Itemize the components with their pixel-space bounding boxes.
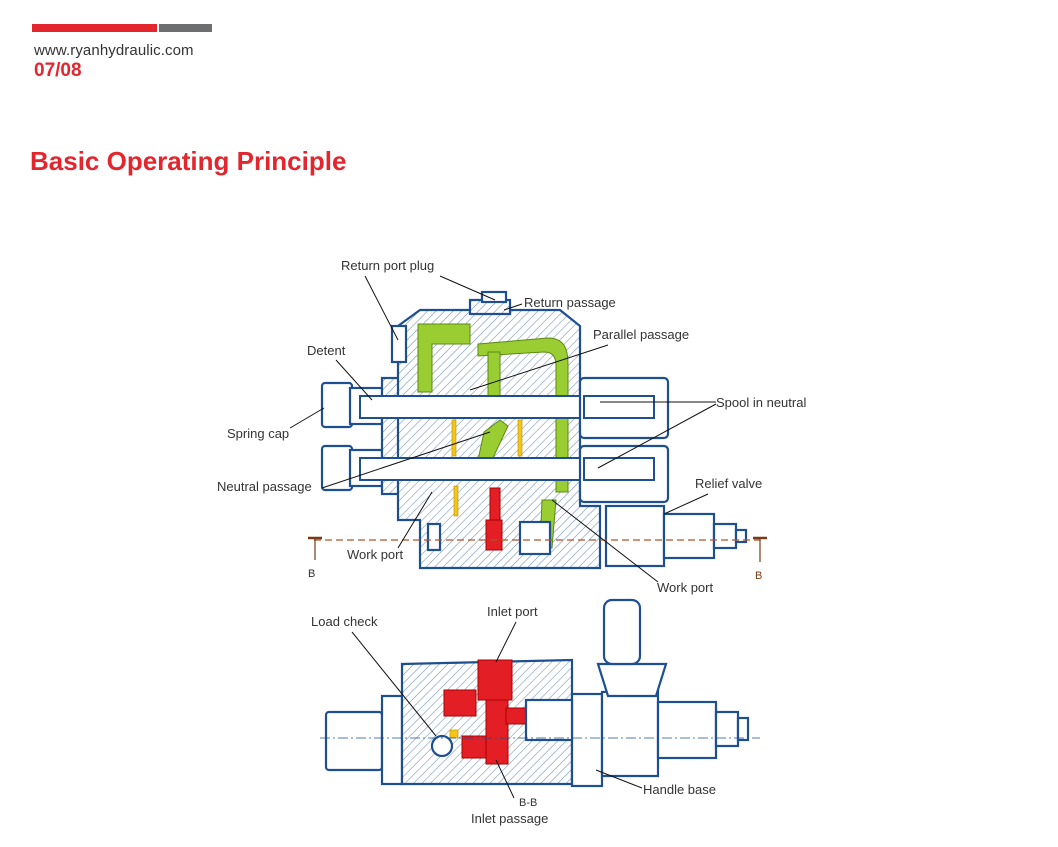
spool-lower-end <box>583 457 655 481</box>
relief-valve-cap <box>662 512 716 560</box>
page-title: Basic Operating Principle <box>30 146 347 176</box>
header-gray-bar <box>159 24 212 32</box>
inlet-passage-red-core <box>485 699 509 765</box>
label-neutral-passage: Neutral passage <box>217 479 312 494</box>
section-collar <box>570 692 604 788</box>
label-return-passage: Return passage <box>524 295 616 310</box>
yellow-channel-2 <box>517 419 523 457</box>
yellow-channel-1 <box>451 419 457 457</box>
inlet-passage-red-right <box>505 707 527 725</box>
label-spool-in-neutral: Spool in neutral <box>716 395 806 410</box>
label-work-port-right: Work port <box>657 580 713 595</box>
section-mark-right: B <box>755 570 762 582</box>
section-mark-left: B <box>308 568 315 580</box>
website-url[interactable]: www.ryanhydraulic.com <box>34 42 194 59</box>
label-load-check: Load check <box>311 614 378 629</box>
section-end-cap <box>324 710 384 772</box>
handle-boot <box>596 662 668 698</box>
work-port-plug-right <box>518 520 552 556</box>
handle-base-stub <box>714 710 740 748</box>
return-port-plug-cap <box>480 290 508 304</box>
yellow-channel-3 <box>453 485 459 517</box>
handle-shaft <box>602 598 642 666</box>
handle-base-tip <box>736 716 750 742</box>
load-check-seat <box>449 729 459 739</box>
section-view-drawing <box>320 598 760 788</box>
parallel-passage-core <box>487 351 501 399</box>
handle-base-body <box>600 688 660 778</box>
label-inlet-passage: Inlet passage <box>471 811 548 826</box>
relief-valve-body <box>604 504 666 568</box>
label-spring-cap: Spring cap <box>227 426 289 441</box>
spool-upper-end <box>583 395 655 419</box>
label-handle-base: Handle base <box>643 782 716 797</box>
top-view-drawing <box>308 290 767 570</box>
load-check-ball <box>430 734 454 758</box>
neutral-passage-green <box>477 419 509 461</box>
return-passage-left <box>417 323 471 393</box>
label-detent: Detent <box>307 343 346 358</box>
top-view-labels: Return port plug Return passage Parallel… <box>217 258 806 595</box>
label-inlet-port: Inlet port <box>487 604 538 619</box>
handle-base-block <box>656 700 718 760</box>
work-port-plug-left <box>426 522 442 552</box>
label-section-b-b: B-B <box>519 797 537 809</box>
red-passage-top <box>489 487 501 521</box>
label-work-port-left: Work port <box>347 547 403 562</box>
label-relief-valve: Relief valve <box>695 476 762 491</box>
label-return-port-plug: Return port plug <box>341 258 434 273</box>
label-parallel-passage: Parallel passage <box>593 327 689 342</box>
header-red-bar <box>32 24 157 32</box>
page-number: 07/08 <box>34 60 82 81</box>
inlet-port-red <box>477 659 513 701</box>
inlet-passage-red-lower <box>461 735 487 759</box>
section-view-labels: Load check Inlet port Handle base B-B In… <box>311 604 716 826</box>
section-flange <box>380 694 404 786</box>
spring-cap-upper <box>320 381 354 429</box>
section-spool-end <box>524 698 574 742</box>
red-passage-bottom <box>485 519 503 551</box>
inlet-passage-red-upper <box>443 689 477 717</box>
relief-valve-tip <box>734 528 748 544</box>
relief-valve-adjuster <box>712 522 738 550</box>
